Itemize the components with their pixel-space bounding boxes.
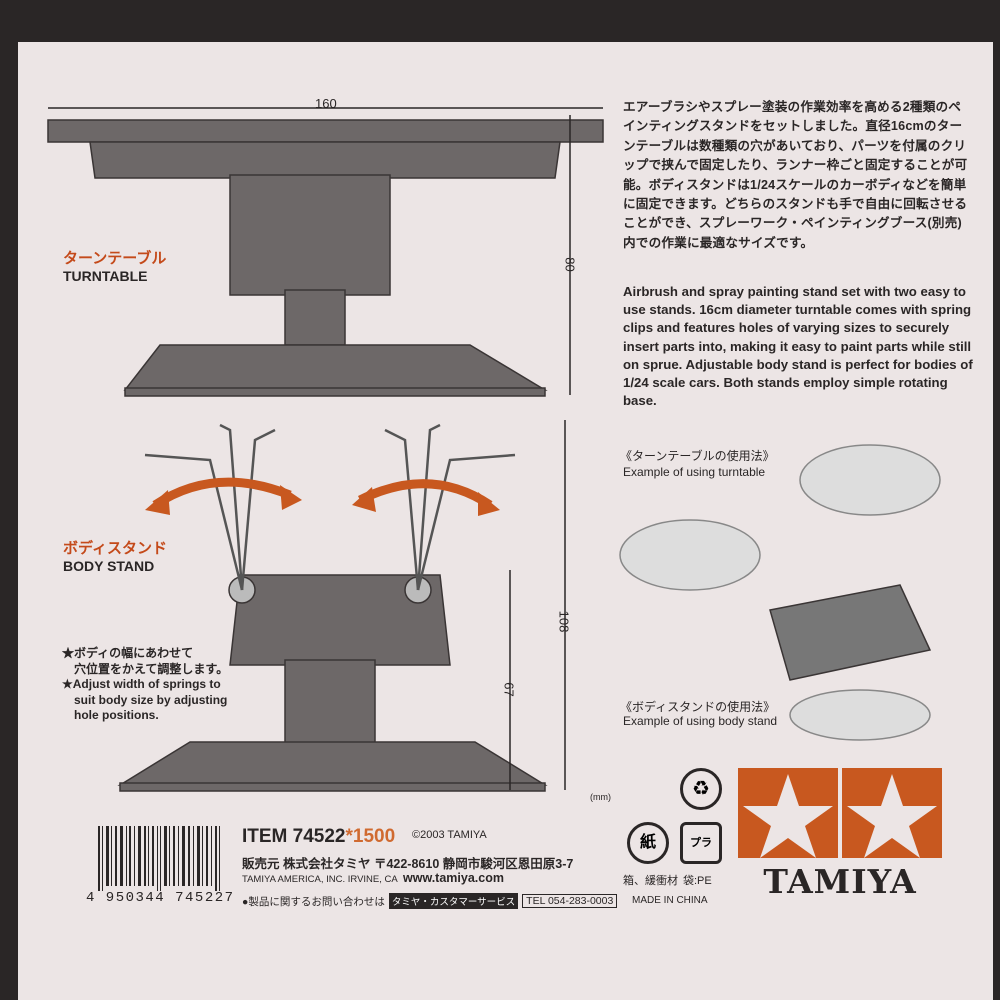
turntable-top xyxy=(47,119,604,143)
note-en-line: hole positions. xyxy=(74,708,159,722)
rotate-arrow-right xyxy=(357,479,493,509)
body-stand-label-jp: ボディスタンド xyxy=(63,540,167,557)
item-label: ITEM 74522 xyxy=(242,826,346,847)
dim-width-160: 160 xyxy=(315,96,337,111)
tamiya-america: TAMIYA AMERICA, INC. IRVINE, CA xyxy=(242,874,398,885)
body-stand-base xyxy=(117,741,548,786)
turntable-base xyxy=(123,344,548,391)
turntable-label-en: TURNTABLE xyxy=(63,268,148,284)
usage-turntable-en: Example of using turntable xyxy=(623,465,766,479)
plastic-recycle-icon: プラ xyxy=(680,822,722,864)
tamiya-star-logo xyxy=(738,768,942,858)
usage-body-jp: 《ボディスタンドの使用法》 xyxy=(620,700,776,714)
package-back: 160 80 108 67 (mm) ターンテーブル TURNTABLE ボディ… xyxy=(18,42,993,1000)
rotate-arrow-left xyxy=(152,477,292,509)
product-diagram xyxy=(47,107,941,792)
usage-body-en: Example of using body stand xyxy=(623,714,778,728)
item-price-code: *1500 xyxy=(345,826,396,847)
turntable-label-jp: ターンテーブル xyxy=(63,250,167,267)
body-stand-top xyxy=(229,574,451,666)
body-stand-label-en: BODY STAND xyxy=(63,558,155,574)
barcode xyxy=(98,826,220,891)
website-link[interactable]: www.tamiya.com xyxy=(403,871,504,885)
address-jp: 販売元 株式会社タミヤ 〒422-8610 静岡市駿河区恩田原3-7 xyxy=(242,857,574,871)
material-bag: 袋:PE xyxy=(683,875,712,887)
adjust-note: ★ボディの幅にあわせて 穴位置をかえて調整します。 ★Adjust width … xyxy=(62,646,228,724)
paper-recycle-icon: 紙 xyxy=(627,822,669,864)
dim-height-80: 80 xyxy=(562,257,578,272)
item-number: ITEM 74522*1500 xyxy=(242,826,395,848)
dim-height-67: 67 xyxy=(501,682,517,697)
barcode-number: 4 950344 745227 xyxy=(86,890,235,906)
unit-mm: (mm) xyxy=(590,792,611,802)
customer-service-badge: タミヤ・カスタマーサービス xyxy=(388,893,519,909)
tamiya-brand-text: TAMIYA xyxy=(763,862,917,901)
recycle-icon: ♻ xyxy=(680,768,722,810)
description-en: Airbrush and spray painting stand set wi… xyxy=(623,284,973,409)
note-jp-line: 穴位置をかえて調整します。 xyxy=(74,661,229,676)
phone-number: TEL 054-283-0003 xyxy=(522,894,618,908)
dim-height-108: 108 xyxy=(556,610,572,633)
note-jp-line: ★ボディの幅にあわせて xyxy=(62,646,194,660)
note-en-line: suit body size by adjusting xyxy=(74,692,228,707)
material-box: 箱、緩衝材 xyxy=(623,875,678,887)
usage-turntable-jp: 《ターンテーブルの使用法》 xyxy=(620,449,775,463)
inquiry-line: ●製品に関するお問い合わせは タミヤ・カスタマーサービス TEL 054-283… xyxy=(242,893,618,909)
description-jp: エアーブラシやスプレー塗装の作業効率を高める2種類のペインティングスタンドをセッ… xyxy=(623,100,968,250)
made-in-china: MADE IN CHINA xyxy=(632,895,708,906)
note-en-line: ★Adjust width of springs to xyxy=(62,677,221,691)
copyright: ©2003 TAMIYA xyxy=(412,829,487,841)
inquiry-text: ●製品に関するお問い合わせは xyxy=(242,895,385,908)
